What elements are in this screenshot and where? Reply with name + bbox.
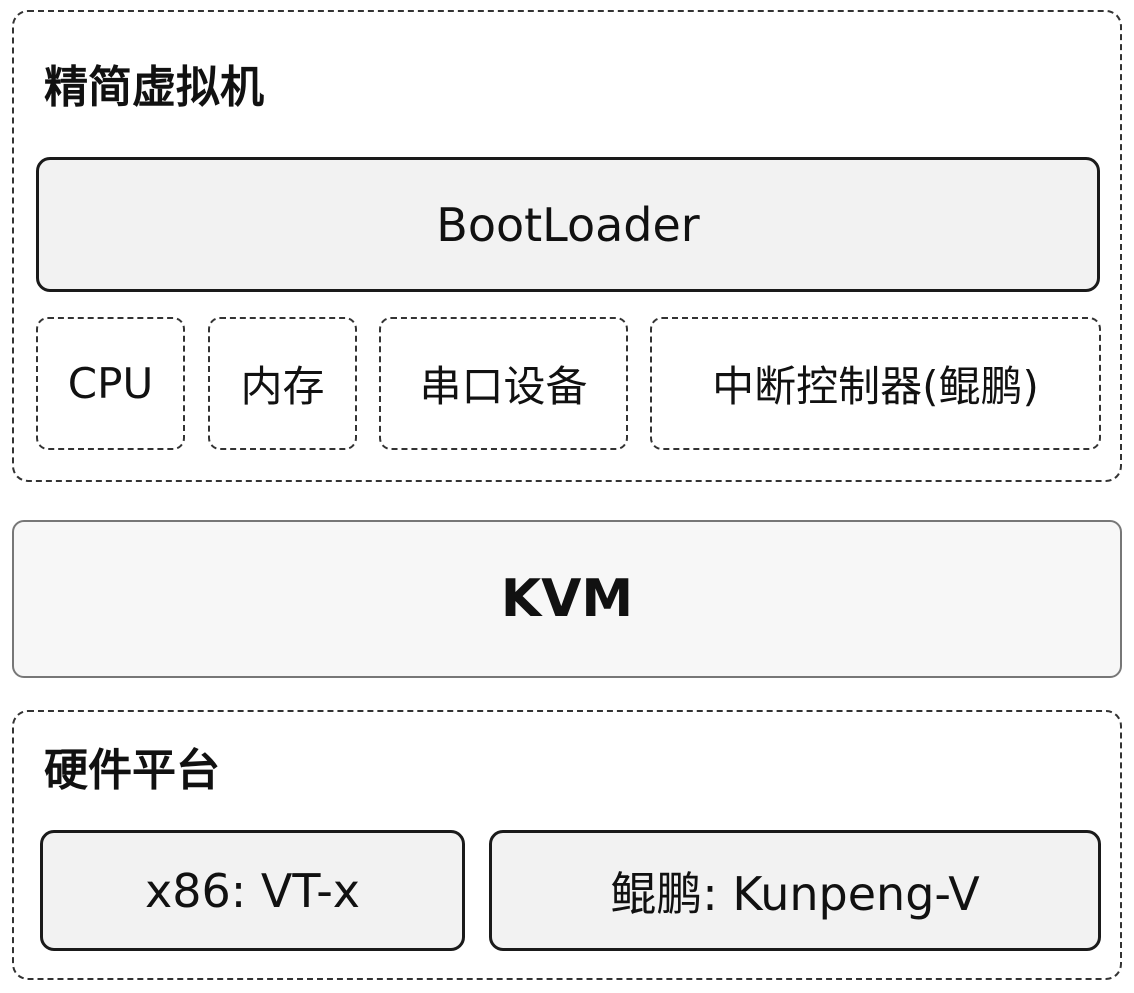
kunpeng-platform-box: 鲲鹏: Kunpeng-V bbox=[489, 830, 1101, 951]
x86-platform-box: x86: VT-x bbox=[40, 830, 465, 951]
vm-group-title: 精简虚拟机 bbox=[44, 62, 264, 113]
serial-device-box: 串口设备 bbox=[379, 317, 628, 450]
cpu-box: CPU bbox=[36, 317, 185, 450]
interrupt-controller-box: 中断控制器(鲲鹏) bbox=[650, 317, 1101, 450]
kvm-layer: KVM bbox=[12, 520, 1122, 678]
hardware-group-title: 硬件平台 bbox=[44, 745, 220, 796]
memory-box: 内存 bbox=[208, 317, 357, 450]
bootloader-box: BootLoader bbox=[36, 157, 1100, 292]
